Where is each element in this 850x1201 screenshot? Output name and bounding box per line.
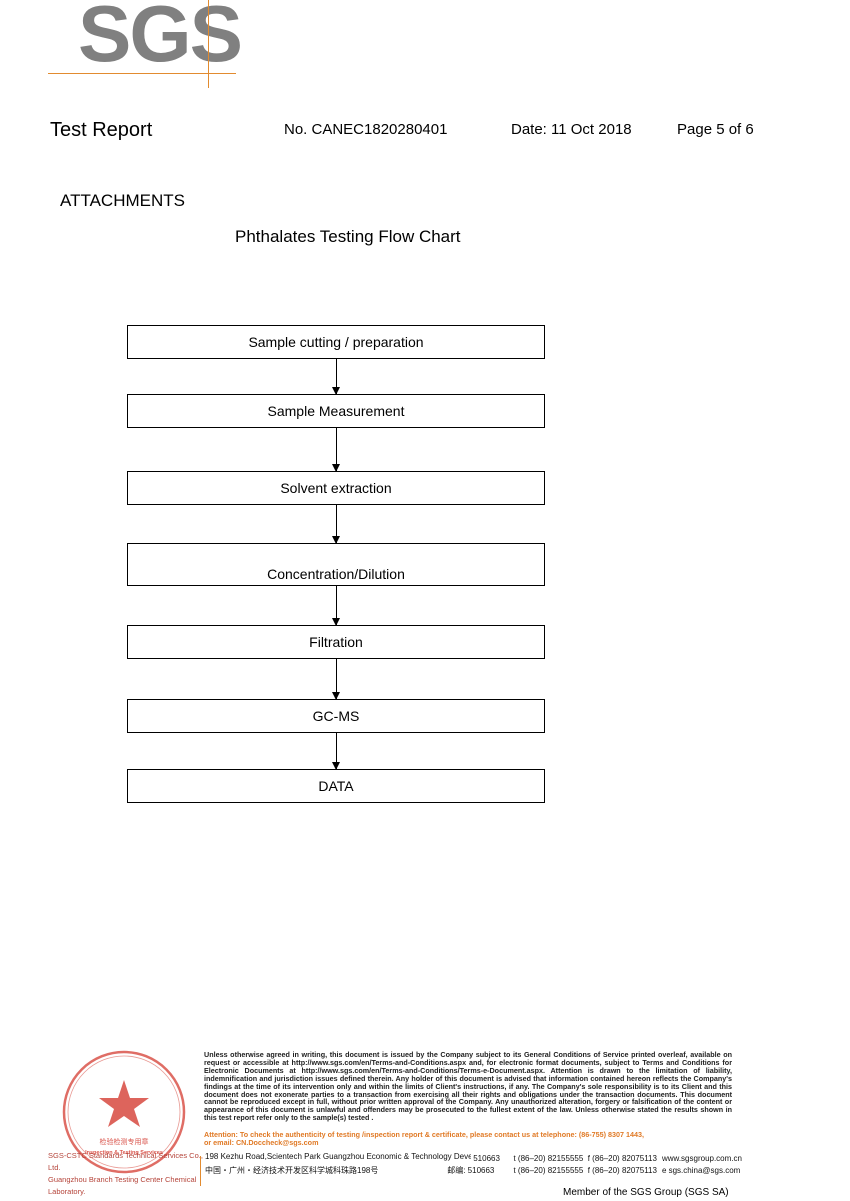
legal-disclaimer: Unless otherwise agreed in writing, this… [204, 1050, 732, 1123]
flow-step-gc-ms: GC-MS [127, 699, 545, 733]
flow-arrow [332, 505, 340, 544]
address-english: 198 Kezhu Road,Scientech Park Guangzhou … [205, 1152, 742, 1163]
page-number: Page 5 of 6 [677, 121, 754, 138]
flow-arrow [332, 733, 340, 770]
flow-step-sample-cutting: Sample cutting / preparation [127, 325, 545, 359]
telephone: t (86–20) 82155555 [513, 1166, 584, 1175]
email-link[interactable]: e sgs.china@sgs.com [661, 1166, 741, 1175]
company-seal-icon: 检验检测专用章 Inspection & Testing Services [62, 1050, 186, 1174]
flow-chart-title: Phthalates Testing Flow Chart [235, 227, 461, 246]
logo-rule-vertical [208, 0, 209, 88]
flow-arrow [332, 659, 340, 700]
flow-step-label: Concentration/Dilution [267, 566, 405, 582]
address-line-cn: 中国・广州・经济技术开发区科学城科珠路198号 [205, 1166, 379, 1175]
logo-text: SGS [78, 0, 243, 78]
logo-rule-horizontal [48, 73, 236, 74]
seal-caption: SGS-CSTC Standards Technical Services Co… [48, 1150, 208, 1198]
attention-email: or email: CN.Doccheck@sgs.com [204, 1137, 319, 1147]
sgs-logo: SGS [48, 0, 243, 90]
flow-arrow [332, 359, 340, 395]
flow-step-label: DATA [318, 778, 354, 794]
address-chinese: 中国・广州・经济技术开发区科学城科珠路198号 邮编: 510663 t (86… [205, 1165, 740, 1176]
seal-sub-text: Inspection & Testing Services [85, 1150, 163, 1156]
footer-divider [200, 1156, 201, 1186]
flow-arrow [332, 428, 340, 472]
seal-caption-line: SGS-CSTC Standards Technical Services Co… [48, 1151, 203, 1172]
authenticity-notice: Attention: To check the authenticity of … [204, 1131, 744, 1147]
address-line: 198 Kezhu Road,Scientech Park Guangzhou … [205, 1152, 471, 1161]
attention-line: Attention: To check the authenticity of … [204, 1130, 645, 1139]
flow-arrow [332, 586, 340, 626]
flow-step-filtration: Filtration [127, 625, 545, 659]
postcode-cn: 邮编: 510663 [447, 1166, 495, 1175]
flow-step-sample-measurement: Sample Measurement [127, 394, 545, 428]
fax: f (86–20) 82075113 [587, 1166, 657, 1175]
report-number: No. CANEC1820280401 [284, 121, 448, 138]
flow-step-label: GC-MS [312, 708, 360, 724]
postcode: 510663 [473, 1154, 500, 1163]
report-title: Test Report [50, 119, 153, 141]
website-link[interactable]: www.sgsgroup.com.cn [661, 1154, 742, 1163]
section-heading: ATTACHMENTS [60, 191, 185, 210]
group-membership: Member of the SGS Group (SGS SA) [563, 1187, 729, 1198]
fax: f (86–20) 82075113 [587, 1154, 657, 1163]
seal-inner-text: 检验检测专用章 [100, 1137, 149, 1146]
flow-step-label: Sample cutting / preparation [248, 334, 424, 350]
flow-step-label: Sample Measurement [267, 403, 405, 419]
seal-caption-line: Guangzhou Branch Testing Center Chemical… [48, 1175, 197, 1196]
flow-step-data: DATA [127, 769, 545, 803]
flow-step-concentration-dilution: Concentration/Dilution [127, 543, 545, 586]
report-date: Date: 11 Oct 2018 [511, 121, 632, 138]
telephone: t (86–20) 82155555 [513, 1154, 584, 1163]
flow-step-label: Filtration [309, 634, 363, 650]
flow-step-solvent-extraction: Solvent extraction [127, 471, 545, 505]
flow-step-label: Solvent extraction [280, 480, 392, 496]
